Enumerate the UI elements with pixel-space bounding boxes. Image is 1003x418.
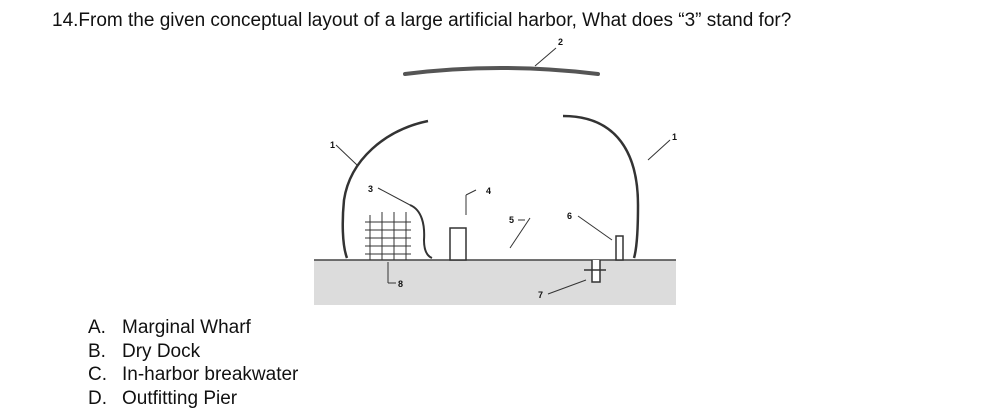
label-1-left: 1 [330, 140, 335, 150]
leader-7 [547, 279, 587, 295]
option-c[interactable]: C. In-harbor breakwater [88, 363, 298, 387]
option-d-text: Outfitting Pier [122, 387, 238, 409]
structure-7 [591, 260, 601, 283]
label-4: 4 [486, 186, 491, 196]
structure-3 [409, 204, 433, 259]
option-d[interactable]: D. Outfitting Pier [88, 387, 298, 411]
land-area [314, 260, 676, 305]
option-c-text: In-harbor breakwater [122, 364, 299, 385]
leader-2 [534, 47, 557, 67]
option-a-text: Marginal Wharf [122, 317, 251, 338]
leader-1-right [647, 139, 671, 161]
label-5: 5 [509, 215, 514, 225]
leader-1-left [335, 144, 358, 166]
leader-3 [377, 187, 411, 206]
option-a-letter: A. [88, 317, 106, 338]
option-a[interactable]: A. Marginal Wharf [88, 316, 298, 340]
option-b-letter: B. [88, 340, 106, 362]
option-c-letter: C. [88, 364, 107, 385]
option-b-text: Dry Dock [122, 340, 201, 362]
left-breakwater [341, 119, 429, 259]
right-breakwater [562, 114, 640, 259]
label-7: 7 [538, 290, 543, 300]
offshore-breakwater [403, 66, 600, 76]
option-b[interactable]: B. Dry Dock [88, 340, 298, 364]
label-1-right: 1 [672, 132, 677, 142]
option-d-letter: D. [88, 387, 107, 409]
label-2: 2 [558, 37, 563, 47]
harbor-layout-diagram: 1 1 2 3 4 5 6 7 8 [314, 37, 677, 305]
answer-options: A. Marginal Wharf B. Dry Dock C. In-harbor … [88, 316, 298, 410]
structure-6 [615, 235, 624, 261]
label-6: 6 [567, 211, 572, 221]
leader-6 [577, 215, 613, 241]
question-text: 14.From the given conceptual layout of a… [52, 10, 792, 31]
label-8: 8 [398, 279, 403, 289]
structure-4 [449, 227, 467, 261]
pier-group-8 [365, 212, 411, 260]
leader-4-h [465, 189, 477, 196]
leader-5-diag [509, 217, 531, 249]
label-3: 3 [368, 184, 373, 194]
